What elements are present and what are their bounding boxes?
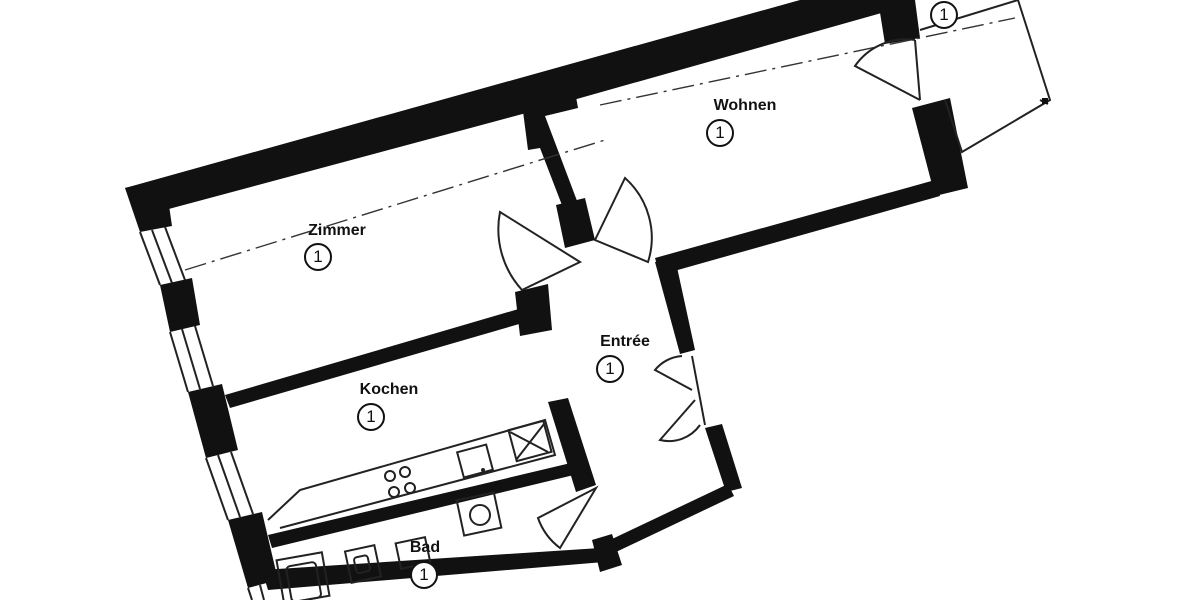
balcony [919, 0, 1052, 154]
room-badge-wohnen: 1 [706, 119, 734, 147]
window-bad [247, 584, 265, 600]
kitchen-counter [267, 418, 557, 529]
room-label-zimmer: Zimmer [308, 222, 366, 239]
wall-pier-zimmer-kochen [515, 284, 552, 336]
stove-icon [384, 466, 416, 498]
wall-zimmer-wohnen [520, 74, 585, 226]
window-kochen [205, 451, 254, 521]
window-zimmer-lower [169, 325, 214, 393]
room-label-kochen: Kochen [359, 381, 419, 398]
outer-wall-wohnen-right [912, 98, 968, 196]
outer-wall-left-3 [188, 384, 238, 458]
outer-wall-left-4 [228, 512, 278, 588]
room-label-entree: Entrée [600, 333, 650, 350]
door-balcony [853, 38, 921, 101]
wall-kochen-bad [268, 462, 578, 548]
bathroom-sink-icon [343, 544, 383, 584]
wall-kochen-entree [548, 398, 596, 492]
outer-wall-entree-right-lower [705, 424, 742, 492]
door-wohnen [593, 176, 653, 264]
room-badge-entree: 1 [596, 355, 624, 383]
room-label-wohnen: Wohnen [713, 97, 777, 114]
outer-wall-top [125, 0, 885, 214]
room-badge-kochen: 1 [357, 403, 385, 431]
door-entrance [653, 355, 706, 443]
fridge-icon [507, 419, 553, 463]
door-zimmer [497, 210, 583, 292]
washing-machine-icon [455, 491, 503, 537]
outer-wall-wohnen-bottom [655, 180, 940, 275]
outer-wall-entree-right-upper [655, 258, 695, 354]
wall-zimmer-kochen [225, 308, 526, 408]
outer-wall-left-2 [160, 278, 200, 332]
room-label-bad: Bad [409, 539, 441, 556]
window-zimmer-upper [139, 226, 186, 286]
room-badge-bad: 1 [410, 561, 438, 589]
room-badge-zimmer: 1 [304, 243, 332, 271]
wall-pier-bad [592, 534, 622, 572]
door-bad [536, 485, 599, 550]
outer-wall-left-1 [125, 178, 172, 232]
wall-pier-doors [556, 198, 595, 248]
sink-icon [455, 443, 495, 479]
wall-pier-top-right [878, 0, 920, 44]
outer-wall-entree-bottom [610, 484, 734, 552]
axis-line-upper [599, 17, 1016, 106]
room-badge-balkon: 1 [930, 1, 958, 29]
